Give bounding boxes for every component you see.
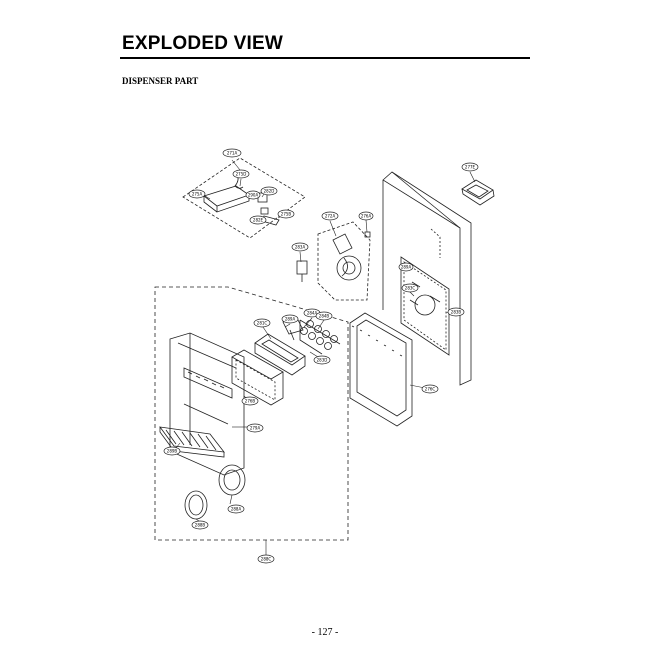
svg-text:276C: 276C xyxy=(425,387,436,392)
callout-bubble: 283A xyxy=(291,242,309,252)
svg-text:276B: 276B xyxy=(245,399,256,404)
callout-bubble: 282E xyxy=(249,215,267,225)
section-heading: DISPENSER PART xyxy=(122,76,199,86)
svg-text:271A: 271A xyxy=(227,151,238,156)
callout-bubble: 288A xyxy=(227,504,245,514)
callout-bubble: 289A xyxy=(281,314,299,324)
svg-text:288C: 288C xyxy=(261,557,272,562)
door-panel xyxy=(382,171,472,386)
svg-text:282D: 282D xyxy=(264,189,275,194)
callout-bubble: 282D xyxy=(260,186,278,196)
page-number: - 127 - xyxy=(311,627,339,638)
svg-text:272A: 272A xyxy=(325,214,336,219)
svg-text:283C: 283C xyxy=(405,286,416,291)
callout-bubble: 281C xyxy=(253,318,271,328)
svg-text:281C: 281C xyxy=(257,321,268,326)
callout-bubble: 275A xyxy=(188,189,206,199)
window-frame xyxy=(231,349,284,406)
dispenser-housing-outline xyxy=(154,286,349,541)
page-title: EXPLODED VIEW xyxy=(122,33,283,54)
svg-text:288B: 288B xyxy=(195,523,206,528)
callout-bubble: 276B xyxy=(241,396,259,406)
svg-text:283B: 283B xyxy=(451,310,462,315)
svg-text:276A: 276A xyxy=(361,214,372,219)
callout-bubble: 290A xyxy=(245,190,261,200)
callout-bubble: 271A xyxy=(222,148,242,158)
svg-text:283A: 283A xyxy=(295,245,306,250)
callout-bubble: 275D xyxy=(232,169,250,179)
svg-text:284A: 284A xyxy=(307,311,318,316)
motor-subassembly xyxy=(296,221,371,301)
callout-bubble: 288B xyxy=(191,520,209,530)
svg-text:288A: 288A xyxy=(231,507,242,512)
cap-part xyxy=(461,179,495,206)
svg-text:289A: 289A xyxy=(285,317,296,322)
svg-text:279A: 279A xyxy=(250,426,261,431)
callout-bubble: 272A xyxy=(321,211,339,221)
callout-bubble: 276A xyxy=(358,211,374,221)
callout-bubble: 283B xyxy=(447,307,465,317)
svg-text:275B: 275B xyxy=(281,212,292,217)
svg-text:277E: 277E xyxy=(465,165,476,170)
callout-bubble: 289B xyxy=(163,446,181,456)
svg-text:275D: 275D xyxy=(236,172,247,177)
title-underline xyxy=(120,57,530,59)
callout-bubble: 283D xyxy=(313,355,331,365)
callout-bubble: 289A xyxy=(398,262,414,272)
svg-text:289A: 289A xyxy=(401,265,412,270)
svg-text:283D: 283D xyxy=(317,358,328,363)
svg-text:290A: 290A xyxy=(248,193,259,198)
svg-text:284B: 284B xyxy=(319,314,330,319)
callout-bubble: 283C xyxy=(401,283,419,293)
svg-text:282E: 282E xyxy=(253,218,264,223)
svg-text:289B: 289B xyxy=(167,449,178,454)
callout-bubble: 284B xyxy=(315,311,333,321)
callout-bubble: 279A xyxy=(246,423,264,433)
callout-labels: 271A 275D 282D 275B 282E 275A 277E 272A … xyxy=(163,148,479,564)
lamp-cover xyxy=(218,464,246,496)
svg-text:275A: 275A xyxy=(192,192,203,197)
callout-bubble: 275B xyxy=(277,209,295,219)
ring-gasket xyxy=(184,490,208,520)
callout-bubble: 277E xyxy=(461,162,479,172)
callout-bubble: 276C xyxy=(421,384,439,394)
seal-gasket xyxy=(349,312,413,427)
callout-bubble: 288C xyxy=(257,554,275,564)
display-board xyxy=(254,317,306,376)
